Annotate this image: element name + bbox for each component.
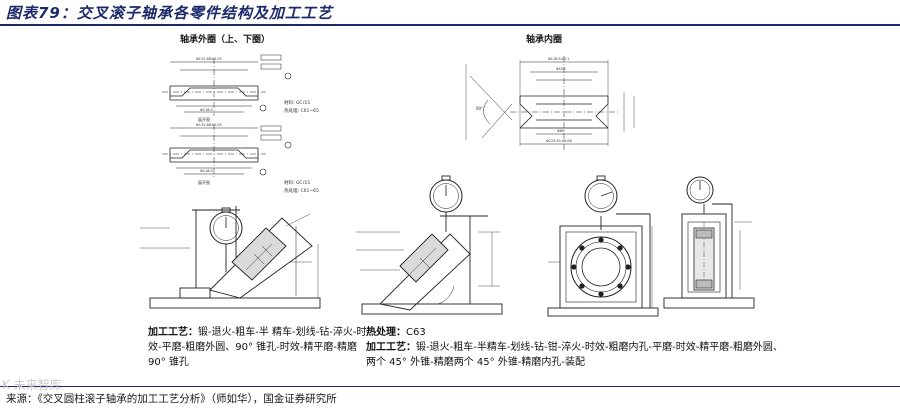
outer-ring-drawing-bottom [162, 124, 292, 178]
outer-material-a: 材料: GCr15 [284, 99, 310, 106]
outer-ring-fixture [140, 206, 321, 309]
outer-ring-drawing-top [162, 54, 292, 116]
process-note-left: 加工工艺：锻-退火-粗车-半 精车-划线-钻-淬火-时效-平磨-粗磨外圆、90°… [148, 327, 367, 368]
watermark: K 未来智库 [2, 378, 62, 392]
outer-note-a: 展开图 [198, 116, 210, 122]
outer-dia-label-3: Φ132.68±0.05 [196, 123, 222, 127]
inner-ring-label: 轴承内圈 [526, 35, 563, 45]
heat-treatment-value: C63 [406, 327, 426, 338]
inner-angle-label: 90° [476, 106, 483, 111]
outer-dia-label-2: Φ118.5 [200, 108, 213, 112]
outer-ring-label: 轴承外圈（上、下圈） [180, 35, 271, 45]
outer-hardness-a: 热处理: C61~65 [284, 107, 319, 114]
outer-note-b: 展开图 [198, 179, 210, 185]
inner-dia-label-2: Φ100 [556, 67, 565, 71]
inner-dia-label-4: Φ129.51±0.06 [546, 139, 572, 143]
inner-dia-label-3: Φ80 [557, 129, 564, 133]
process-right-text: 锻-退火-粗车-半精车-划线-钻-钳-淬火-时效-粗磨内孔-平磨-时效-精平磨-… [366, 342, 783, 368]
inner-dia-label-1: Φ118.5±0.1 [548, 57, 569, 61]
process-left-text: 锻-退火-粗车-半 精车-划线-钻-淬火-时效-平磨-粗磨外圆、90° 锥孔-时… [148, 327, 367, 368]
heat-treatment-label: 热处理 [366, 327, 396, 338]
ring-side-fixture [663, 176, 755, 309]
outer-material-b: 材料: GCr15 [284, 179, 310, 186]
inner-ring-tilted-fixture [356, 175, 503, 315]
inner-ring-drawing [465, 56, 635, 150]
source-note: 来源：《交叉圆柱滚子轴承的加工工艺分析》（师如华），国金证券研究所 [6, 393, 337, 405]
footer-divider [0, 386, 900, 387]
outer-dia-label-4: Φ118.5 [200, 169, 213, 173]
outer-dia-label-1: Φ132.68±0.05 [196, 57, 222, 61]
engineering-drawing: Φ132.68±0.05 Φ118.5 展开图 材料: GCr15 热处理: C… [140, 54, 755, 317]
process-left-label: 加工工艺 [148, 327, 188, 338]
figure-title: 图表79：交叉滚子轴承各零件结构及加工工艺 [6, 4, 333, 22]
title-divider [0, 24, 900, 26]
ring-face-fixture [547, 175, 659, 317]
process-right-label: 加工工艺 [366, 342, 406, 353]
process-note-right: 热处理：C63 加工工艺：锻-退火-粗车-半精车-划线-钻-钳-淬火-时效-粗磨… [366, 327, 783, 368]
outer-hardness-b: 热处理: C61~65 [284, 187, 319, 194]
